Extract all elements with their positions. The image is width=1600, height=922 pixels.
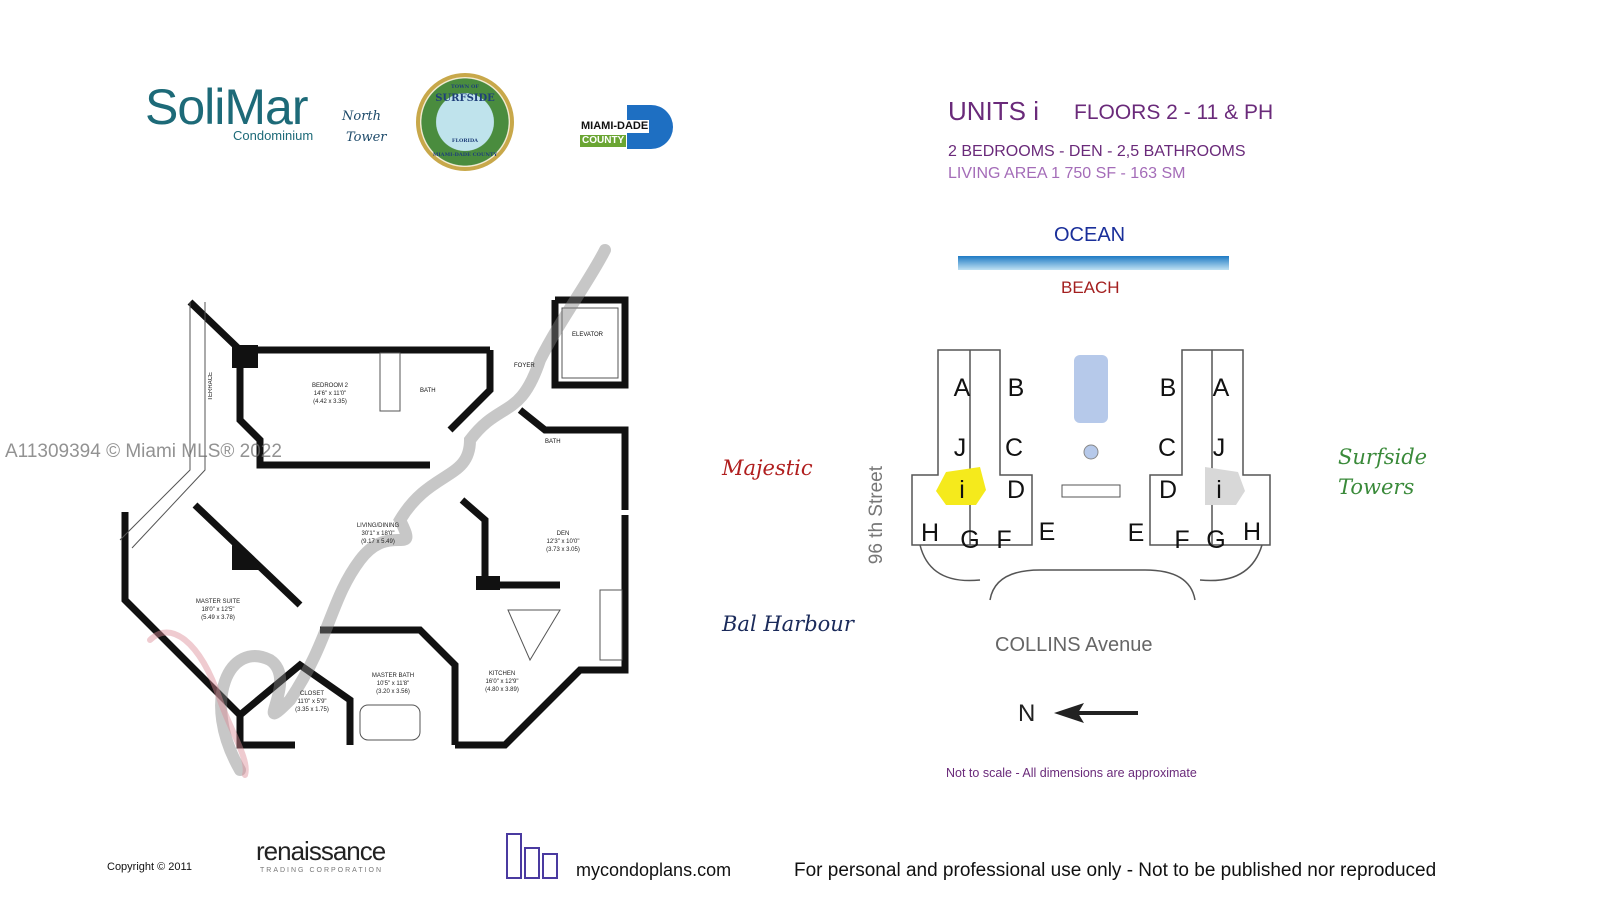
room-label: MASTER BATH 10'5" x 11'8" (3.20 x 3.56) [372, 672, 414, 696]
unit-right-F: F [1174, 526, 1190, 554]
site-map [911, 349, 1271, 601]
room-name: CLOSET [299, 691, 324, 697]
tower-line1: North [342, 109, 382, 124]
unit-right-G: G [1206, 526, 1226, 554]
unit-left-C: C [1004, 434, 1024, 462]
north-arrow-icon [1054, 703, 1138, 723]
room-dim1: 16'0" x 12'9" [485, 679, 519, 685]
unit-left-F: F [996, 526, 1012, 554]
brand-name: SoliMar [145, 79, 308, 135]
north-label: N [1018, 700, 1036, 727]
rooms-spec: 2 BEDROOMS - DEN - 2,5 BATHROOMS [948, 143, 1246, 160]
miami-dade-logo: MIAMI-DADE COUNTY [578, 105, 673, 149]
unit-right-J: J [1212, 434, 1226, 462]
site-link[interactable]: mycondoplans.com [576, 860, 732, 880]
unit-left-E: E [1038, 518, 1056, 546]
room-label: KITCHEN 16'0" x 12'9" (4.80 x 3.89) [485, 670, 519, 694]
county-line2: COUNTY [580, 135, 627, 147]
room-dim2: (5.49 x 3.78) [201, 615, 235, 621]
room-dim1: 18'0" x 12'5" [201, 607, 235, 613]
mycondoplans-logo-icon [506, 833, 558, 879]
unit-left-B: B [1007, 374, 1025, 402]
surfside-line1: Surfside [1338, 445, 1428, 469]
room-dim1: 14'6" x 11'0" [313, 391, 347, 397]
surfside-seal: TOWN OF SURFSIDE FLORIDA MIAMI-DADE COUN… [416, 73, 514, 171]
seal-top: TOWN OF [451, 84, 479, 90]
room-dim2: (3.20 x 3.56) [376, 689, 410, 695]
room-dim2: (9.17 x 5.49) [361, 539, 395, 545]
area-spec: LIVING AREA 1 750 SF - 163 SM [948, 165, 1186, 182]
copyright: Copyright © 2011 [107, 861, 192, 873]
company-sub: TRADING CORPORATION [260, 867, 384, 874]
room-dim2: (4.80 x 3.89) [485, 687, 519, 693]
room-name: BEDROOM 2 [311, 383, 349, 389]
seal-state: FLORIDA [451, 138, 479, 144]
unit-left-A: A [953, 374, 971, 402]
seal-bottom: MIAMI-DADE COUNTY [432, 152, 498, 158]
foyer-label: FOYER [514, 363, 535, 369]
room-label: CLOSET 11'0" x 5'9" (3.35 x 1.75) [295, 690, 329, 714]
room-name: MASTER SUITE [195, 599, 241, 605]
mycondoplans-watermark [147, 244, 611, 778]
mls-watermark: A11309394 © Miami MLS® 2022 [5, 441, 282, 462]
disclaimer: For personal and professional use only -… [794, 860, 1437, 881]
unit-right-H: H [1242, 518, 1262, 546]
brand-sub: Condominium [233, 128, 314, 143]
room-dim1: 11'0" x 5'9" [297, 699, 327, 705]
unit-right-C: C [1157, 434, 1177, 462]
terrace-label: TERRACE [208, 372, 214, 401]
company-name: renaissance [256, 836, 386, 866]
ocean-label: OCEAN [1054, 224, 1126, 246]
room-name: MASTER BATH [371, 673, 415, 679]
units-title: UNITS i [948, 96, 1039, 126]
room-label: LIVING/DINING 30'1" x 18'0" (9.17 x 5.49) [357, 522, 399, 546]
room-dim2: (3.73 x 3.05) [546, 547, 580, 553]
unit-left-J: J [953, 434, 967, 462]
room-label: MASTER SUITE 18'0" x 12'5" (5.49 x 3.78) [196, 598, 240, 622]
unit-left-D: D [1006, 476, 1026, 504]
room-name: DEN [556, 531, 570, 537]
room-dim1: 12'3" x 10'0" [546, 539, 580, 545]
room-label: DEN 12'3" x 10'0" (3.73 x 3.05) [546, 530, 580, 554]
majestic-label: Majestic [722, 456, 813, 480]
avenue-label: COLLINS Avenue [995, 634, 1153, 656]
bal-harbour-label: Bal Harbour [722, 612, 854, 636]
room-name: KITCHEN [488, 671, 516, 677]
surfside-line2: Towers [1338, 475, 1415, 499]
scale-note: Not to scale - All dimensions are approx… [946, 766, 1197, 780]
bath-label: BATH [545, 439, 561, 445]
unit-left-i: i [959, 476, 965, 504]
unit-right-A: A [1212, 374, 1230, 402]
unit-right-D: D [1158, 476, 1178, 504]
tower-line2: Tower [346, 130, 387, 145]
room-dim1: 10'5" x 11'8" [376, 681, 410, 687]
room-name: LIVING/DINING [356, 523, 400, 529]
unit-right-i: i [1216, 476, 1222, 504]
seal-name: SURFSIDE [435, 93, 495, 104]
unit-right-E: E [1127, 519, 1145, 547]
room-dim2: (4.42 x 3.35) [313, 399, 347, 405]
room-label: BEDROOM 2 14'6" x 11'0" (4.42 x 3.35) [312, 382, 348, 406]
bath-label: BATH [420, 388, 436, 394]
renaissance-logo: renaissance TRADING CORPORATION [240, 836, 410, 875]
unit-left-H: H [920, 519, 940, 547]
unit-left-G: G [960, 526, 980, 554]
room-dim2: (3.35 x 1.75) [295, 707, 329, 713]
street-label: 96 th Street [866, 466, 887, 565]
beach-label: BEACH [1061, 278, 1120, 297]
ocean-bar [958, 256, 1229, 270]
room-dim1: 30'1" x 18'0" [361, 531, 395, 537]
floor-plan [119, 244, 629, 778]
floors-title: FLOORS 2 - 11 & PH [1074, 101, 1274, 124]
county-line1: MIAMI-DADE [580, 120, 650, 133]
unit-right-B: B [1159, 374, 1177, 402]
elevator-label: ELEVATOR [572, 332, 604, 338]
